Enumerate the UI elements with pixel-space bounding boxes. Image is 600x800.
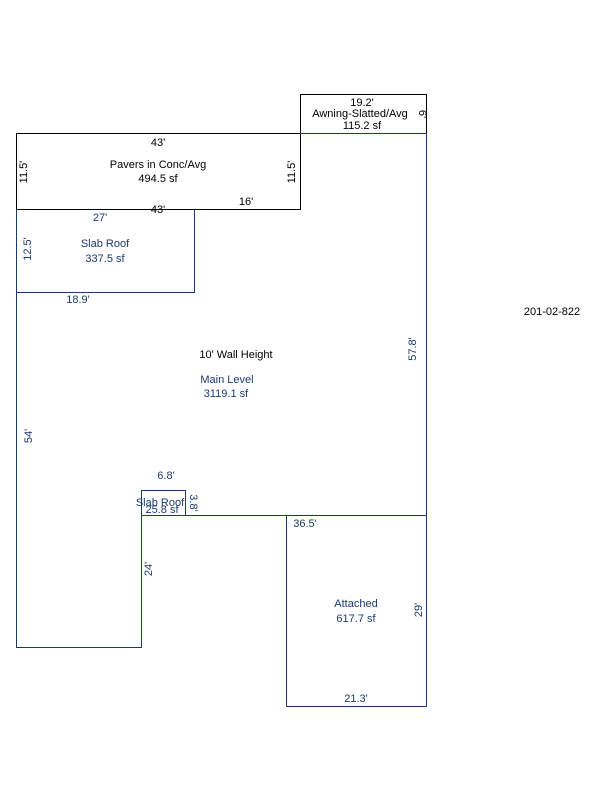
main-level-area: 3119.1 sf — [204, 388, 249, 400]
main-level-right-dim: 57.8' — [407, 337, 419, 361]
attached-top-dim: 36.5' — [293, 518, 317, 530]
awning-side-dim: 6' — [416, 110, 428, 118]
slab-roof-upper-label: Slab Roof — [81, 238, 130, 250]
slab-roof-small-label: Slab Roof — [136, 497, 185, 509]
attached-right-dim: 29' — [413, 603, 425, 617]
attached-bottom-dim: 21.3' — [344, 693, 368, 705]
slab-roof-upper-outline — [16, 209, 195, 293]
pavers-bottom-dim: 43' — [151, 204, 165, 216]
parcel-id: 201-02-822 — [524, 306, 580, 318]
main-level-left-dim: 54' — [23, 429, 35, 443]
slab-roof-small-area: 25.8 sf — [145, 504, 179, 516]
slab-roof-upper-left-dim: 12.5' — [22, 237, 34, 261]
pavers-area: 494.5 sf — [138, 173, 178, 185]
pavers-outline — [16, 133, 301, 210]
main-level-label: Main Level — [200, 374, 253, 386]
awning-label: Awning-Slatted/Avg — [312, 108, 408, 120]
attached-label: Attached — [334, 598, 377, 610]
slab-roof-small-outline — [141, 490, 186, 516]
pavers-left-dim: 11.5' — [18, 161, 30, 184]
attached-area: 617.7 sf — [336, 613, 376, 625]
attached-outline — [286, 515, 427, 707]
slab-roof-small-top-dim: 6.8' — [157, 470, 174, 482]
slab-roof-small-side-dim: 3.8' — [187, 494, 199, 511]
main-level-inner-left-dim: 24' — [143, 562, 155, 576]
awning-top-dim: 19.2' — [350, 97, 374, 109]
wall-height-label: 10' Wall Height — [199, 349, 272, 361]
pavers-label: Pavers in Conc/Avg — [110, 159, 206, 171]
slab-roof-upper-top-dim: 27' — [93, 212, 107, 224]
main-level-top-right-dim: 16' — [239, 196, 253, 208]
slab-roof-upper-area: 337.5 sf — [85, 253, 125, 265]
slab-roof-upper-bottom-dim: 18.9' — [66, 294, 90, 306]
pavers-right-dim: 11.5' — [286, 161, 298, 184]
pavers-top-dim: 43' — [151, 137, 165, 149]
awning-area: 115.2 sf — [343, 120, 382, 132]
